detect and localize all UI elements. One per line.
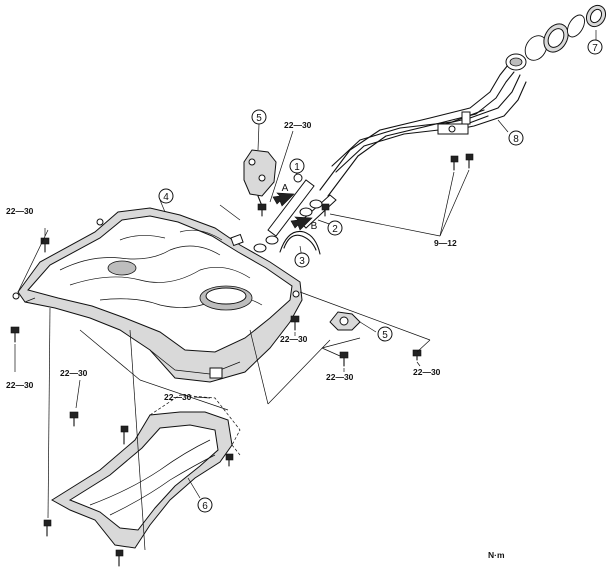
view-arrows: A B bbox=[272, 183, 318, 232]
callout-5-right: 5 bbox=[382, 330, 388, 341]
bolt-right-bracket bbox=[339, 351, 349, 367]
bolt-protector-1 bbox=[120, 425, 129, 445]
filler-pipe bbox=[319, 53, 527, 197]
torque-left-lower: 22—30 bbox=[6, 380, 34, 390]
callout-8: 8 bbox=[513, 134, 519, 145]
bolt-protector-2 bbox=[225, 453, 234, 467]
torque-filler: 9—12 bbox=[434, 238, 457, 248]
bolt-left-upper bbox=[40, 237, 50, 253]
bolts bbox=[10, 153, 474, 567]
bolt-filler-1 bbox=[450, 155, 459, 171]
view-marker-b: B bbox=[311, 221, 318, 232]
hoses bbox=[253, 173, 337, 255]
callout-2: 2 bbox=[332, 224, 338, 235]
bolt-bottom-2 bbox=[115, 549, 124, 567]
filler-cap-rings bbox=[524, 4, 607, 61]
torque-left-upper: 22—30 bbox=[6, 206, 34, 216]
callout-3: 3 bbox=[299, 256, 305, 267]
torque-far-right: 22—30 bbox=[413, 367, 441, 377]
callout-1: 1 bbox=[294, 162, 300, 173]
view-arrow-a bbox=[272, 192, 295, 207]
bolt-bottom-left bbox=[69, 411, 79, 427]
view-arrow-b bbox=[290, 216, 313, 231]
bracket-right bbox=[329, 311, 361, 331]
callout-4: 4 bbox=[163, 192, 169, 203]
tank-protector bbox=[51, 394, 241, 549]
bolt-bottom-1 bbox=[43, 519, 52, 537]
callout-5-upper: 5 bbox=[256, 113, 262, 124]
fuel-tank bbox=[12, 207, 303, 383]
callout-7: 7 bbox=[592, 43, 598, 54]
view-marker-a: A bbox=[282, 183, 289, 194]
bolt-bracket-top bbox=[257, 203, 267, 217]
torque-center: 22—30 bbox=[280, 334, 308, 344]
torque-right-bracket: 22—30 bbox=[326, 372, 354, 382]
bolt-far-right bbox=[412, 349, 422, 361]
torque-labels: 22—30 22—30 22—30 22—30 22—30 22—30 22—3… bbox=[6, 120, 457, 402]
bolt-left-lower bbox=[10, 326, 20, 343]
leader-lines bbox=[14, 30, 597, 551]
torque-bracket-top: 22—30 bbox=[284, 120, 312, 130]
callout-6: 6 bbox=[202, 501, 208, 512]
unit-label: N·m bbox=[488, 550, 505, 560]
bolt-center bbox=[290, 315, 300, 331]
bolt-filler-2 bbox=[465, 153, 474, 169]
callouts: 1 2 3 4 5 5 6 7 8 bbox=[158, 39, 603, 513]
torque-bottom-left: 22—30 bbox=[60, 368, 88, 378]
bolt-filler-3 bbox=[321, 203, 330, 217]
torque-protector: 22—30 bbox=[164, 392, 192, 402]
